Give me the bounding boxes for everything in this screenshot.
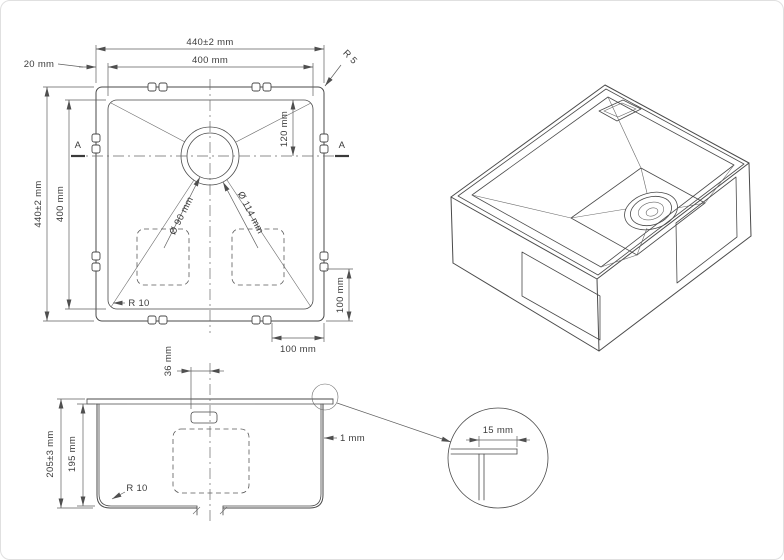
iso-right-panel <box>675 176 738 284</box>
side-section-view: 36 mm 205±3 mm 195 mm R 10 1 mm <box>45 346 452 523</box>
dim-outer-width: 440±2 mm <box>186 37 233 48</box>
bowl-creases <box>110 102 312 308</box>
iso-drain <box>624 191 678 231</box>
side-drain-flange <box>190 411 218 424</box>
section-marker-left: A <box>75 140 82 151</box>
dim-bottom-radius-top-view: R 10 <box>128 298 149 309</box>
bottom-recess-right <box>231 228 285 286</box>
dim-inner-width: 400 mm <box>192 55 228 66</box>
dim-clip-offset-right: 100 mm <box>335 277 346 313</box>
isometric-view <box>450 84 752 352</box>
dim-side-inner-height: 195 mm <box>67 436 78 472</box>
dim-clip-offset-bottom: 100 mm <box>280 344 316 355</box>
side-inner-profile <box>98 403 322 507</box>
dim-inner-height: 400 mm <box>55 186 66 222</box>
side-outer-profile <box>96 403 324 509</box>
iso-overflow-slot <box>598 99 642 122</box>
dim-corner-radius: R 5 <box>340 48 359 67</box>
mounting-clips <box>91 82 329 325</box>
detail-callout-circle <box>311 383 339 411</box>
dim-drain-offset-top: 120 mm <box>279 111 290 147</box>
dim-drain-inner-diameter: Ø 90 mm <box>168 195 196 237</box>
detail-view: 15 mm <box>447 407 549 509</box>
top-view: A A Ø 90 mm Ø 114 mm 440±2 mm 400 mm 20 … <box>24 37 359 355</box>
side-drain-hidden <box>172 428 250 494</box>
iso-front-panel <box>521 251 601 341</box>
iso-rim-mid <box>457 88 745 276</box>
dim-side-outer-height: 205±3 mm <box>45 430 56 477</box>
detail-view-circle <box>447 407 549 509</box>
dim-side-bottom-radius: R 10 <box>126 483 147 494</box>
dim-lip-width: 15 mm <box>483 425 514 436</box>
drain-outer-circle <box>180 126 240 186</box>
side-drain-outlet <box>192 505 228 516</box>
top-view-inner-bowl <box>107 99 314 310</box>
dim-flange-width: 20 mm <box>24 59 55 70</box>
iso-bowl-top-edge <box>471 96 735 268</box>
dim-wall-thickness: 1 mm <box>340 433 365 444</box>
dim-side-drain-offset: 36 mm <box>163 346 174 377</box>
dim-outer-height: 440±2 mm <box>33 180 44 227</box>
iso-rim-outer <box>450 84 750 280</box>
section-marker-right: A <box>339 140 346 151</box>
bottom-recess-left <box>136 228 190 286</box>
